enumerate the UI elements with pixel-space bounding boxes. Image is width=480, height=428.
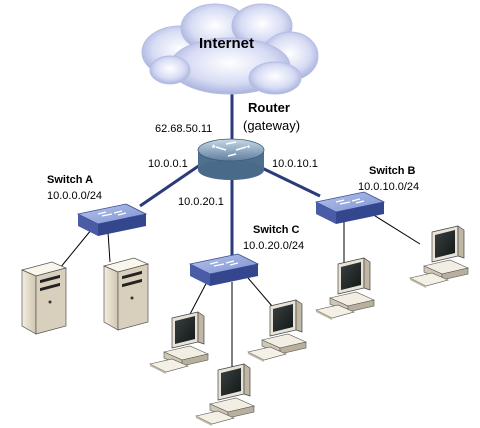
workstation-b2 — [409, 225, 469, 289]
switch-b-subnet: 10.0.10.0/24 — [358, 181, 419, 193]
cloud-icon — [141, 3, 319, 95]
switch-a-subnet: 10.0.0.0/24 — [47, 190, 102, 202]
cloud-label: Internet — [199, 35, 254, 52]
switch-b-name: Switch B — [369, 165, 416, 177]
server-icon — [103, 257, 149, 331]
switch-icon — [77, 203, 147, 237]
link-router-switch-a — [139, 163, 201, 208]
workstation-icon — [315, 257, 375, 321]
router-name: Router — [248, 100, 290, 115]
workstation-icon — [247, 299, 307, 363]
workstation-c3 — [195, 363, 255, 427]
workstation-icon — [149, 311, 209, 375]
router-role: (gateway) — [243, 118, 300, 133]
router-wan-ip: 62.68.50.11 — [155, 123, 212, 135]
workstation-c2 — [247, 299, 307, 363]
switch-c-name: Switch C — [253, 224, 300, 236]
router-icon — [197, 138, 265, 180]
workstation-b1 — [315, 257, 375, 321]
workstation-icon — [409, 225, 469, 289]
router-port-b-ip: 10.0.10.1 — [272, 158, 318, 170]
switch-icon — [189, 253, 259, 287]
link-router-switch-b — [261, 166, 321, 198]
switch-a-name: Switch A — [47, 174, 93, 186]
switch-a: Switch A 10.0.0.0/24 — [47, 174, 147, 237]
server-icon — [21, 261, 67, 335]
links — [139, 92, 321, 256]
switch-c: Switch C 10.0.20.0/24 — [189, 224, 304, 287]
router: Router (gateway) 62.68.50.11 10.0.0.1 10… — [148, 100, 318, 208]
internet-cloud: Internet — [141, 3, 319, 95]
router-port-a-ip: 10.0.0.1 — [148, 158, 188, 170]
workstation-c1 — [149, 311, 209, 375]
switch-c-subnet: 10.0.20.0/24 — [243, 240, 304, 252]
switch-b: Switch B 10.0.10.0/24 — [315, 165, 419, 225]
switch-icon — [315, 191, 385, 225]
server-1 — [21, 261, 67, 335]
server-2 — [103, 257, 149, 331]
router-port-c-ip: 10.0.20.1 — [178, 196, 224, 208]
workstation-icon — [195, 363, 255, 427]
